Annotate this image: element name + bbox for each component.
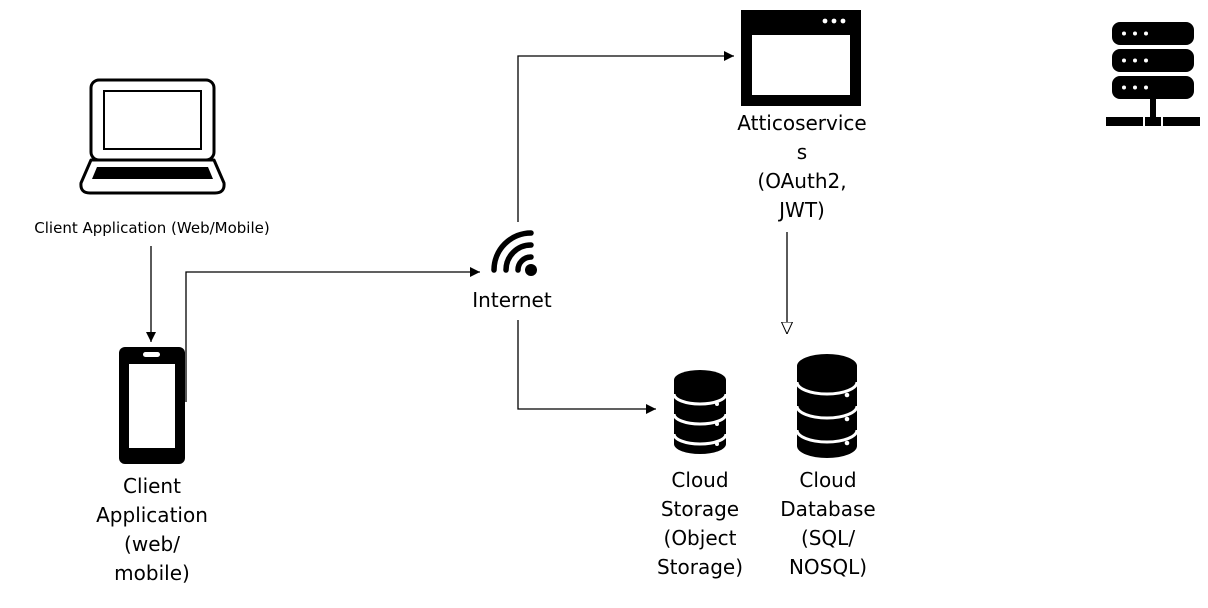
phone-label: Client Application (web/ mobile) [96,474,208,585]
auth-service-label: Atticoservice s (OAuth2, JWT) [737,111,867,222]
wifi-icon [491,230,537,276]
smartphone-icon [119,347,185,464]
database-icon [672,370,728,454]
internet-label: Internet [472,288,552,312]
edge-internet-to-auth-service [517,51,734,222]
laptop-icon [79,78,226,195]
server-rack-icon [1106,22,1200,126]
edge-internet-to-cloud-storage [517,320,656,414]
database-icon [795,354,859,458]
cloud-database-label: Cloud Database (SQL/ NOSQL) [780,468,876,579]
edges [146,51,787,414]
edge-phone-to-internet [185,267,480,402]
laptop-label: Client Application (Web/Mobile) [34,219,270,237]
cloud-storage-label: Cloud Storage (Object Storage) [656,468,744,579]
browser-window-icon [741,10,861,106]
